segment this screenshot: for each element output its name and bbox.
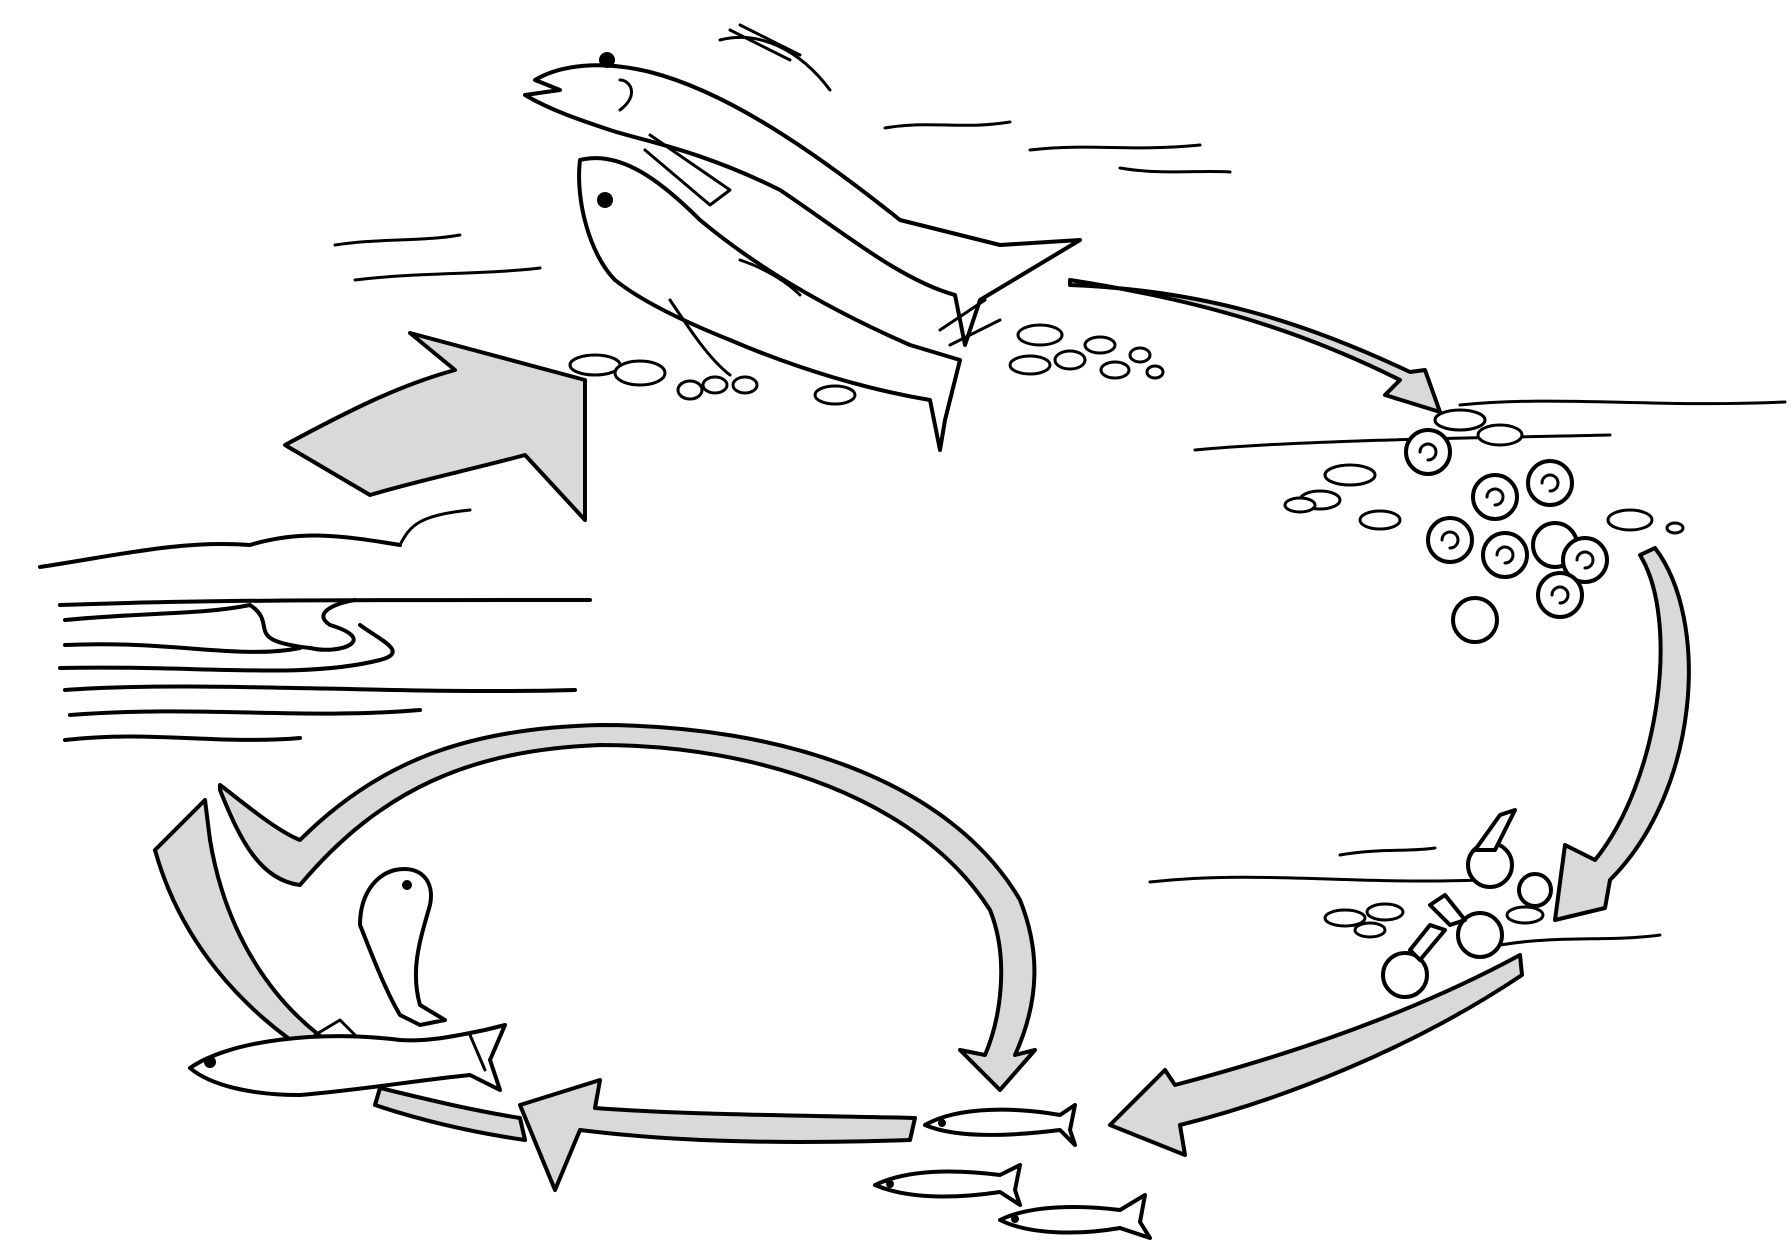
smolt-fish (188, 1023, 507, 1097)
salmon-eggs (1283, 408, 1685, 644)
returning-adult-fish (358, 867, 447, 1027)
fry-fish-2 (873, 1163, 1022, 1207)
arrow-fry-to-smolt (518, 1078, 917, 1192)
arrow-migration-upstream (283, 331, 587, 522)
alevins (1323, 808, 1553, 999)
returning-adult-small (358, 867, 447, 1027)
gravel-bed-adults (568, 323, 1165, 406)
smolt (188, 1018, 507, 1097)
arrow-spawning-to-eggs (1068, 278, 1442, 414)
water-surface-lines (333, 120, 1787, 947)
fry-fish-1 (923, 1103, 1077, 1147)
adult-salmon-male (577, 156, 962, 452)
arrow-ocean-loop (218, 723, 1037, 1092)
fry-fish-3 (998, 1193, 1152, 1240)
arrow-smolt-segment (373, 1086, 527, 1142)
arrow-eggs-to-alevins (1553, 546, 1691, 922)
arrow-alevins-to-fry (1108, 953, 1524, 1157)
adult-salmon-female (523, 63, 1082, 347)
river-scene (38, 508, 592, 742)
adult-salmon-pair (523, 23, 1082, 452)
fry-group (873, 1103, 1152, 1240)
